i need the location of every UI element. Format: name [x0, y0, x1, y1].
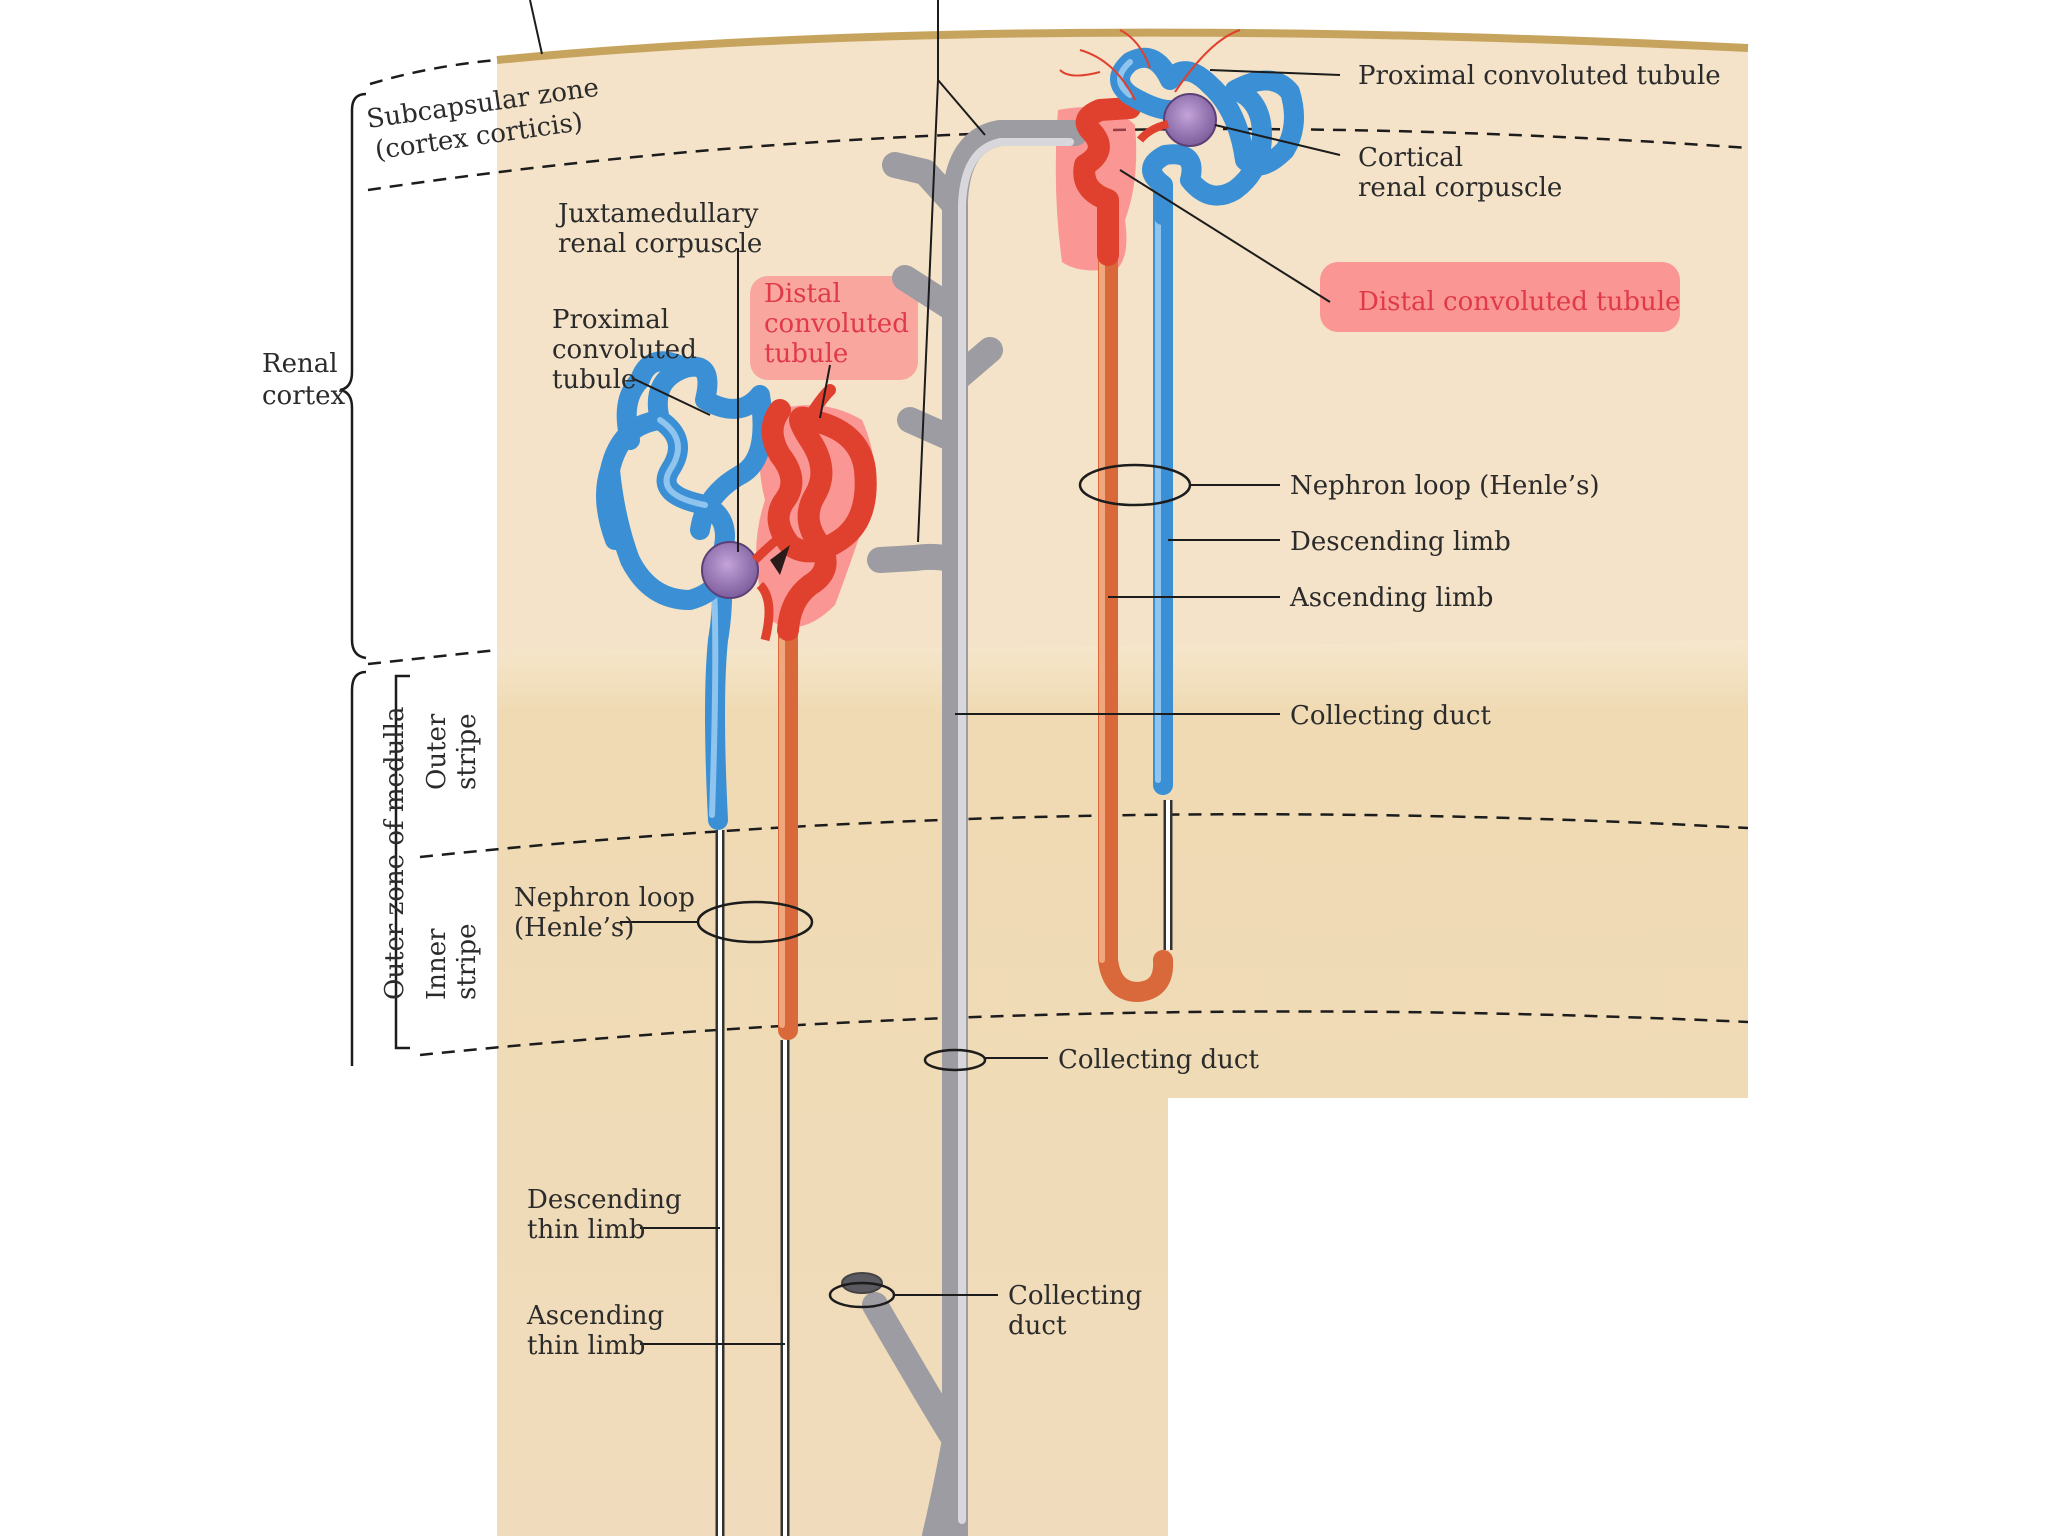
label-renal-cortex: Renal cortex [262, 349, 346, 411]
label-ascending-limb: Ascending limb [1289, 583, 1493, 613]
label-proximal-right: Proximal convoluted tubule [1358, 61, 1721, 91]
capsule-edge [496, 28, 1749, 64]
label-outer-zone-medulla: Outer zone of medulla [380, 707, 410, 1000]
label-collecting-duct-1: Collecting duct [1290, 701, 1491, 731]
outer-inner-stripe-boundary [419, 813, 1749, 859]
outer-zone-medulla-bracket [394, 674, 410, 1050]
renal-cortex-brace [339, 92, 367, 660]
inner-stripe-bottom-boundary [419, 1010, 1749, 1057]
label-descending-thin: Descending thin limb [527, 1185, 690, 1245]
label-juxtamedullary-corpuscle: Juxtamedullary renal corpuscle [555, 199, 767, 259]
label-inner-stripe: Inner stripe [422, 920, 482, 1000]
label-cortical-corpuscle: Cortical renal corpuscle [1358, 143, 1562, 203]
label-distal-right: Distal convoluted tubule [1358, 287, 1680, 317]
label-nephron-loop-left: Nephron loop (Henle’s) [514, 883, 703, 943]
distal-label-highlight-left [750, 276, 918, 380]
collecting-duct-system [841, 120, 1088, 1536]
distal-label-highlight-right [1320, 262, 1680, 332]
cortical-nephron [1059, 29, 1304, 1003]
cortex-medulla-boundary [367, 648, 498, 666]
juxtamedullary-corpuscle [701, 541, 759, 599]
leader-lines [529, 0, 1341, 1345]
subcapsular-top-boundary [369, 58, 498, 86]
cortical-corpuscle [1163, 93, 1217, 147]
outer-medulla-region [497, 640, 1748, 1536]
label-proximal-left: Proximal convoluted tubule [552, 305, 705, 395]
label-collecting-duct-2: Collecting duct [1058, 1045, 1259, 1075]
label-collecting-duct-3: Collecting duct [1008, 1281, 1151, 1341]
label-outer-stripe: Outer stripe [422, 705, 482, 790]
label-descending-limb: Descending limb [1290, 527, 1511, 557]
ring-collecting-duct-2 [923, 1048, 987, 1072]
outer-zone-medulla-brace [350, 670, 367, 1066]
label-distal-left: Distal convoluted tubule [764, 279, 917, 369]
label-nephron-loop-right: Nephron loop (Henle’s) [1290, 471, 1600, 501]
label-ascending-thin: Ascending thin limb [526, 1301, 672, 1361]
juxtamedullary-nephron [596, 351, 877, 1536]
